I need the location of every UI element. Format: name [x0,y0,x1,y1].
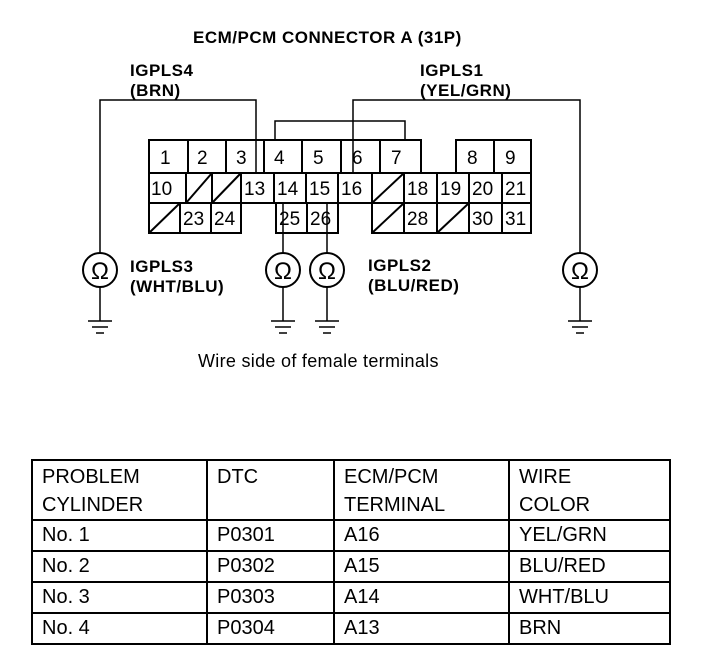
pin-20: 20 [472,179,493,200]
igpls1-color-label: (YEL/GRN) [420,81,511,100]
pin-6: 6 [352,148,363,169]
header-line: PROBLEM [42,466,140,488]
cell-terminal: A14 [333,581,510,614]
igpls2-color-label: (BLU/RED) [368,276,459,295]
pin-31: 31 [505,209,526,230]
diagram-caption: Wire side of female terminals [198,351,439,371]
header-line: COLOR [519,494,591,516]
table-row: No. 1 P0301 A16 YEL/GRN [31,519,671,552]
pin-5: 5 [313,148,324,169]
cell-cylinder: No. 1 [31,519,208,552]
pin-13: 13 [244,179,265,200]
cell-dtc: P0302 [206,550,335,583]
pin-25: 25 [279,209,300,230]
pin-30: 30 [472,209,493,230]
pin-8: 8 [467,148,478,169]
igpls1-label: IGPLS1 [420,61,483,80]
pin-19: 19 [440,179,461,200]
ohmmeter-igpls4: Ω [82,252,118,288]
connector-diagram: ECM/PCM CONNECTOR A (31P) IGPLS4 (BRN) I… [82,28,598,371]
pin-24: 24 [214,209,236,230]
pin-21: 21 [505,179,526,200]
pin-23: 23 [183,209,204,230]
cell-terminal: A13 [333,612,510,645]
cell-terminal: A15 [333,550,510,583]
header-problem-cylinder: PROBLEM CYLINDER [31,459,208,521]
pin-1: 1 [160,148,171,169]
wires [99,99,581,253]
ground-icon [271,287,295,334]
table-row: No. 4 P0304 A13 BRN [31,612,671,645]
pin-18: 18 [407,179,428,200]
pin-10: 10 [151,179,172,200]
igpls4-color-label: (BRN) [130,81,181,100]
pin-9: 9 [505,148,516,169]
ohm-symbol-icon: Ω [91,258,109,285]
pin-15: 15 [309,179,330,200]
connector-grid [148,139,532,234]
igpls4-label: IGPLS4 [130,61,194,80]
header-line: TERMINAL [344,494,446,516]
ohmmeter-igpls1: Ω [562,252,598,288]
cell-wire-color: WHT/BLU [508,581,671,614]
igpls2-label: IGPLS2 [368,256,431,275]
pin-28: 28 [407,209,428,230]
pin-16: 16 [341,179,362,200]
pin-7: 7 [391,148,402,169]
header-line: DTC [217,466,259,488]
cell-terminal: A16 [333,519,510,552]
header-line: CYLINDER [42,494,144,516]
ground-icon [88,287,112,334]
cell-wire-color: BRN [508,612,671,645]
cell-cylinder: No. 4 [31,612,208,645]
pin-14: 14 [277,179,299,200]
ground-icon [568,287,592,334]
pin-2: 2 [197,148,208,169]
dtc-table: PROBLEM CYLINDER DTC ECM/PCM TERMINAL WIRE… [31,459,671,645]
ground-symbols [88,287,592,334]
table-row: No. 2 P0302 A15 BLU/RED [31,550,671,583]
cell-wire-color: YEL/GRN [508,519,671,552]
header-dtc: DTC [206,459,335,521]
header-ecm-terminal: ECM/PCM TERMINAL [333,459,510,521]
ohm-symbol-icon: Ω [571,258,589,285]
ohmmeter-igpls3: Ω [265,252,301,288]
ground-icon [315,287,339,334]
cell-dtc: P0304 [206,612,335,645]
pin-3: 3 [236,148,247,169]
cell-dtc: P0303 [206,581,335,614]
header-line: ECM/PCM [344,466,439,488]
cell-cylinder: No. 3 [31,581,208,614]
header-line: WIRE [519,466,572,488]
igpls3-label: IGPLS3 [130,257,193,276]
pin-26: 26 [310,209,331,230]
cell-wire-color: BLU/RED [508,550,671,583]
cell-dtc: P0301 [206,519,335,552]
igpls3-color-label: (WHT/BLU) [130,277,224,296]
ohmmeter-igpls2: Ω [309,252,345,288]
table-header-row: PROBLEM CYLINDER DTC ECM/PCM TERMINAL WIRE… [31,459,671,521]
table-row: No. 3 P0303 A14 WHT/BLU [31,581,671,614]
ohm-symbol-icon: Ω [318,258,336,285]
pin-4: 4 [274,148,285,169]
ohm-symbol-icon: Ω [274,258,292,285]
cell-cylinder: No. 2 [31,550,208,583]
header-wire-color: WIRE COLOR [508,459,671,521]
diagram-title: ECM/PCM CONNECTOR A (31P) [193,28,462,47]
